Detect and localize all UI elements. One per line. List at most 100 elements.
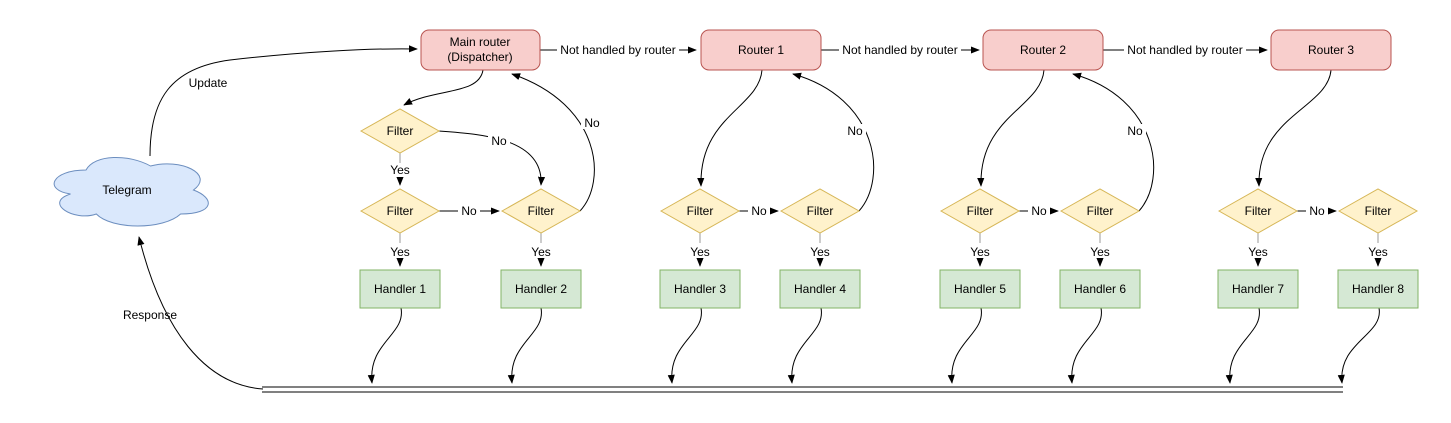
yes-label-e: Yes bbox=[810, 245, 830, 259]
no-label-bg bbox=[844, 124, 866, 137]
filter-c-node bbox=[500, 188, 582, 234]
telegram-cloud-label: Telegram bbox=[102, 183, 151, 197]
yes-label-h: Yes bbox=[1248, 245, 1268, 259]
dispatcher-label-line2: (Dispatcher) bbox=[447, 50, 512, 64]
yes-label-bg bbox=[1366, 245, 1390, 258]
filter-f-node bbox=[939, 188, 1021, 234]
filter-h-label: Filter bbox=[1245, 204, 1272, 218]
no-label-bg bbox=[458, 204, 480, 217]
handler2-label: Handler 2 bbox=[515, 282, 567, 296]
yes-label-bg bbox=[388, 245, 412, 258]
no-label-return-router2: No bbox=[1127, 124, 1143, 138]
filter-g-label: Filter bbox=[1087, 204, 1114, 218]
filter-b-node bbox=[359, 188, 441, 234]
handler4-node bbox=[779, 269, 861, 309]
no-label-return-dispatcher: No bbox=[584, 116, 600, 130]
no-label-ac: No bbox=[491, 134, 507, 148]
handler5-label: Handler 5 bbox=[954, 282, 1006, 296]
filter-d-label: Filter bbox=[687, 204, 714, 218]
yes-label-bg bbox=[529, 245, 553, 258]
yes-label-bg bbox=[388, 164, 412, 177]
handler1-node bbox=[359, 269, 441, 309]
handler3-drop-edge bbox=[667, 307, 702, 384]
yes-label-bg bbox=[808, 245, 832, 258]
router1-node bbox=[700, 29, 822, 71]
no-label-bc: No bbox=[461, 204, 477, 218]
edge-labels: Update Response Not handled by router No… bbox=[123, 43, 1390, 322]
yes-label-bg bbox=[688, 245, 712, 258]
no-label-bg bbox=[1306, 204, 1328, 217]
not-handled-label-3: Not handled by router bbox=[1127, 43, 1242, 57]
yes-label-f: Yes bbox=[970, 245, 990, 259]
no-label-bg bbox=[748, 204, 770, 217]
yes-label-bg bbox=[1246, 245, 1270, 258]
no-label-bg bbox=[581, 116, 603, 129]
handler7-drop-edge bbox=[1225, 307, 1260, 384]
response-edge bbox=[137, 236, 264, 390]
edges bbox=[137, 45, 1382, 393]
handler8-node bbox=[1337, 269, 1419, 309]
yes-label-a: Yes bbox=[390, 163, 410, 177]
no-label-return-router1: No bbox=[847, 124, 863, 138]
telegram-cloud bbox=[53, 156, 209, 227]
filter-a-label: Filter bbox=[387, 124, 414, 138]
yes-label-bg bbox=[968, 245, 992, 258]
yes-label-bg bbox=[1088, 245, 1112, 258]
router2-label: Router 2 bbox=[1020, 43, 1066, 57]
nodes: Telegram Main router (Dispatcher) Router… bbox=[53, 29, 1419, 309]
no-label-hi: No bbox=[1309, 204, 1325, 218]
filter-e-label: Filter bbox=[807, 204, 834, 218]
handler4-drop-edge bbox=[787, 307, 822, 384]
filter-f-label: Filter bbox=[967, 204, 994, 218]
filter-e-node bbox=[779, 188, 861, 234]
yes-label-i: Yes bbox=[1368, 245, 1388, 259]
handler8-label: Handler 8 bbox=[1352, 282, 1404, 296]
yes-label-d: Yes bbox=[690, 245, 710, 259]
handler3-label: Handler 3 bbox=[674, 282, 726, 296]
dispatcher-node bbox=[420, 29, 541, 71]
not-handled-label-bg bbox=[839, 43, 961, 57]
handler1-drop-edge bbox=[367, 307, 402, 384]
router1-label: Router 1 bbox=[738, 43, 784, 57]
handler3-node bbox=[659, 269, 741, 309]
router2-node bbox=[982, 29, 1104, 71]
handler2-drop-edge bbox=[507, 307, 542, 384]
handler7-node bbox=[1217, 269, 1299, 309]
handler1-label: Handler 1 bbox=[374, 282, 426, 296]
filter-a-node bbox=[359, 108, 441, 154]
filter-g-node bbox=[1059, 188, 1141, 234]
handler6-drop-edge bbox=[1067, 307, 1102, 384]
handler6-label: Handler 6 bbox=[1074, 282, 1126, 296]
filter-i-node bbox=[1337, 188, 1419, 234]
filter-e-return-edge bbox=[792, 72, 875, 212]
response-label: Response bbox=[123, 308, 177, 322]
update-edge bbox=[149, 45, 418, 157]
no-label-fg: No bbox=[1031, 204, 1047, 218]
handler7-label: Handler 7 bbox=[1232, 282, 1284, 296]
no-label-de: No bbox=[751, 204, 767, 218]
filter-i-label: Filter bbox=[1365, 204, 1392, 218]
filter-c-label: Filter bbox=[528, 204, 555, 218]
no-label-bg bbox=[1028, 204, 1050, 217]
router1-to-filter-edge bbox=[697, 69, 763, 187]
router2-to-filter-edge bbox=[977, 69, 1045, 187]
handler5-drop-edge bbox=[947, 307, 982, 384]
dispatcher-label-line1: Main router bbox=[450, 35, 511, 49]
not-handled-label-bg bbox=[1124, 43, 1246, 57]
no-label-bg bbox=[1124, 124, 1146, 137]
dispatcher-to-filter-edge bbox=[403, 69, 484, 106]
filter-h-node bbox=[1217, 188, 1299, 234]
not-handled-label-bg bbox=[557, 43, 679, 57]
filter-c-return-edge bbox=[511, 73, 595, 212]
no-label-bg bbox=[488, 134, 510, 147]
handler2-node bbox=[500, 269, 582, 309]
filter-b-label: Filter bbox=[387, 204, 414, 218]
router3-node bbox=[1270, 29, 1392, 71]
update-label: Update bbox=[189, 76, 228, 90]
yes-label-b: Yes bbox=[390, 245, 410, 259]
not-handled-label-1: Not handled by router bbox=[560, 43, 675, 57]
handler4-label: Handler 4 bbox=[794, 282, 846, 296]
router3-label: Router 3 bbox=[1308, 43, 1354, 57]
